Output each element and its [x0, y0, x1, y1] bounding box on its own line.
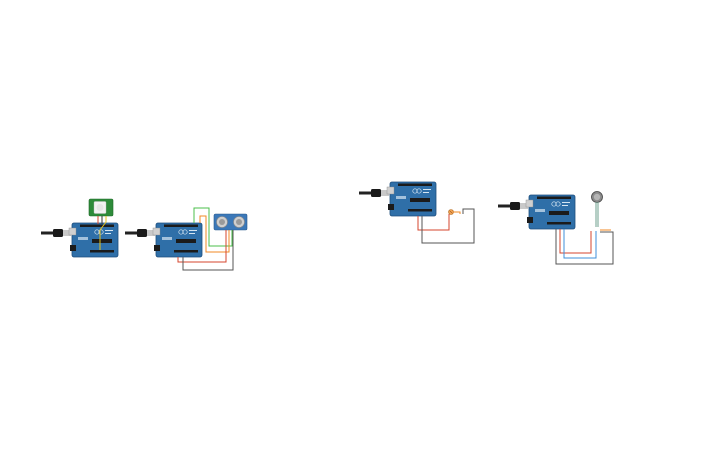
pir-motion-sensor[interactable]	[88, 198, 114, 217]
circuit-force-sensor[interactable]	[498, 191, 614, 265]
wire-red[interactable]	[559, 229, 592, 254]
usb-cable[interactable]	[498, 202, 528, 210]
circuit-pir[interactable]	[41, 198, 119, 258]
usb-cable[interactable]	[359, 189, 389, 197]
wire-gray[interactable]	[182, 230, 234, 271]
wire-red[interactable]	[177, 230, 227, 263]
wire-gray[interactable]	[421, 208, 475, 244]
wire-gray[interactable]	[555, 229, 614, 265]
wire-red[interactable]	[417, 214, 450, 231]
wire-yellow[interactable]	[99, 216, 107, 250]
arduino-uno-board[interactable]	[152, 222, 203, 258]
force-sensitive-resistor[interactable]	[591, 191, 603, 228]
circuit-ultrasonic[interactable]	[125, 207, 248, 271]
arduino-uno-board[interactable]	[68, 222, 119, 258]
wire-blue[interactable]	[563, 229, 597, 259]
arduino-uno-board[interactable]	[525, 194, 576, 230]
ultrasonic-distance-sensor[interactable]	[213, 213, 248, 231]
circuit-photoresistor[interactable]	[359, 181, 475, 244]
usb-cable[interactable]	[125, 229, 155, 237]
wire-orange[interactable]	[453, 211, 461, 214]
wire-orange[interactable]	[199, 215, 230, 253]
photoresistor[interactable]	[448, 209, 454, 215]
wire-green[interactable]	[193, 207, 233, 247]
arduino-uno-board[interactable]	[386, 181, 437, 217]
usb-cable[interactable]	[41, 229, 71, 237]
